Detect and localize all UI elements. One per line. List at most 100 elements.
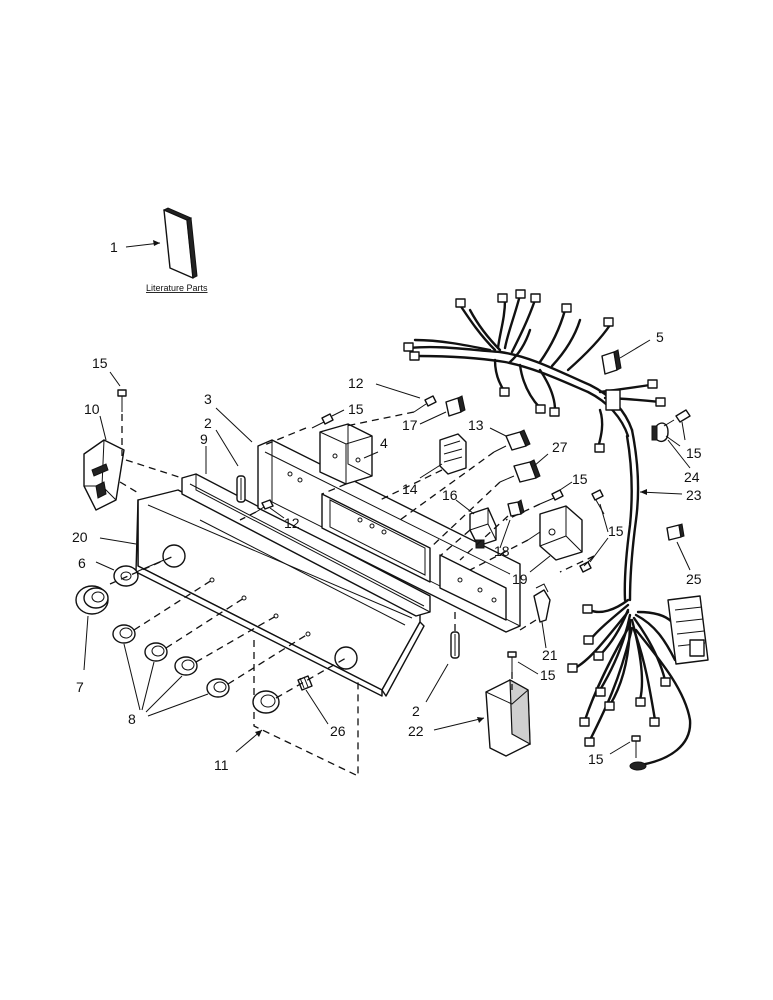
leader-15g [609, 741, 631, 755]
knob-assembly-11 [252, 640, 359, 778]
callout-9: 9 [200, 431, 208, 447]
leader-13 [489, 427, 507, 437]
callout-6: 6 [78, 555, 86, 571]
spacer-2-lower [450, 631, 460, 659]
callout-20: 20 [72, 529, 88, 545]
callout-18: 18 [494, 543, 510, 559]
leader-15e [599, 503, 609, 533]
callout-17: 17 [402, 417, 418, 433]
wire-clamp-24 [651, 422, 669, 443]
callout-14: 14 [402, 481, 418, 497]
callout-15-timer: 15 [608, 523, 624, 539]
leader-24b [667, 439, 691, 469]
callout-15-bottom: 15 [588, 751, 604, 767]
callout-26: 26 [330, 723, 346, 739]
callout-15-panel: 15 [348, 401, 364, 417]
spacer-2-upper [236, 475, 246, 503]
trim-strip-9 [181, 473, 431, 617]
leader-21 [541, 621, 547, 649]
arrow-1 [153, 240, 160, 246]
callout-22: 22 [408, 723, 424, 739]
leader-15a [109, 371, 121, 387]
clip-25 [666, 523, 685, 541]
control-board-4 [319, 423, 373, 485]
rotary-switch-13 [493, 429, 531, 453]
leader-15b [681, 421, 686, 441]
callout-13: 13 [468, 417, 484, 433]
screw-12-upper [413, 395, 437, 413]
callout-15-switch: 15 [572, 471, 588, 487]
callout-4: 4 [380, 435, 388, 451]
callout-8: 8 [128, 711, 136, 727]
callout-10: 10 [84, 401, 100, 417]
rotary-switch-27 [499, 459, 541, 483]
callout-21: 21 [542, 647, 558, 663]
leader-15e2 [589, 537, 609, 563]
screw-15-right-upper [663, 409, 691, 427]
literature-booklet [162, 207, 198, 279]
leader-8b [141, 661, 155, 711]
callout-15-right-upper: 15 [686, 445, 702, 461]
leader-19 [529, 555, 551, 573]
knob-8c [174, 656, 198, 676]
leader-10 [99, 415, 107, 441]
leader-7 [83, 615, 89, 671]
leader-2b [425, 663, 449, 703]
console-frame-3 [257, 439, 521, 633]
assembly-lines [109, 411, 595, 699]
callout-2-upper: 2 [204, 415, 212, 431]
end-cap-22 [485, 678, 531, 757]
leader-20 [99, 537, 137, 545]
harness-terminal-block [667, 595, 709, 665]
leader-12b [269, 507, 285, 519]
switch-16 [469, 507, 497, 549]
leader-4 [363, 451, 379, 459]
leader-5 [619, 339, 651, 359]
callout-3: 3 [204, 391, 212, 407]
leader-8d [147, 693, 209, 717]
leader-18 [499, 519, 511, 549]
callout-15-top-left: 15 [92, 355, 108, 371]
screw-15-panel [311, 413, 334, 429]
callout-15-cover: 15 [540, 667, 556, 683]
callout-12-upper: 12 [348, 375, 364, 391]
leader-15c [331, 409, 345, 417]
leader-3 [215, 407, 253, 443]
screw-15-cover [507, 651, 517, 672]
leader-17 [419, 411, 447, 425]
leader-14 [419, 463, 443, 479]
harness-clip-5 [601, 349, 622, 375]
end-bracket-10 [83, 439, 125, 511]
leader-8a [123, 643, 141, 711]
knob-8b [144, 642, 168, 662]
knob-7 [75, 585, 109, 615]
callout-1: 1 [110, 239, 118, 255]
literature-parts-label: Literature Parts [146, 283, 208, 293]
leader-15d [559, 481, 573, 491]
knob-8d [206, 678, 230, 698]
leader-22 [433, 717, 485, 731]
leader-24 [665, 435, 681, 447]
knob-8a [112, 624, 136, 644]
harness-connectors [403, 289, 671, 771]
callout-27: 27 [552, 439, 568, 455]
screw-15-timer-b [579, 555, 595, 573]
leader-27 [533, 453, 549, 467]
leader-25 [676, 541, 691, 571]
block-18 [507, 499, 525, 517]
callout-24: 24 [684, 469, 700, 485]
leader-12a [375, 383, 421, 399]
timer-19 [527, 505, 583, 561]
screw-15-bottom [631, 735, 641, 758]
callout-11: 11 [214, 757, 229, 773]
callout-12-lower: 12 [284, 515, 300, 531]
leader-6 [95, 561, 115, 571]
leader-8c [145, 675, 183, 713]
callout-5: 5 [656, 329, 664, 345]
screw-15-top-left [117, 389, 127, 412]
callout-16: 16 [442, 487, 458, 503]
leader-2a [215, 429, 239, 467]
callout-19: 19 [512, 571, 528, 587]
callout-2-lower: 2 [412, 703, 420, 719]
